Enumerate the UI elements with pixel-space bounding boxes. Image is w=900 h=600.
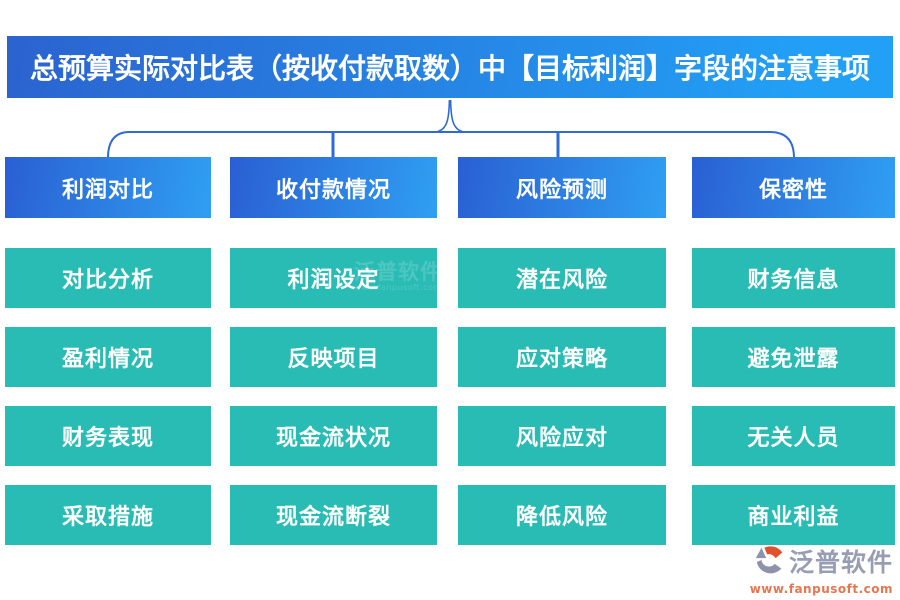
branch-header: 风险预测 xyxy=(458,157,666,218)
page-title: 总预算实际对比表（按收付款取数）中【目标利润】字段的注意事项 xyxy=(7,36,893,98)
node-item: 财务表现 xyxy=(5,406,211,466)
node-item: 商业利益 xyxy=(692,485,895,545)
fanpu-logo-icon xyxy=(753,544,787,581)
branch-header: 保密性 xyxy=(692,157,895,218)
node-item: 风险应对 xyxy=(458,406,666,466)
node-item: 应对策略 xyxy=(458,327,666,387)
node-item: 采取措施 xyxy=(5,485,211,545)
node-item: 财务信息 xyxy=(692,248,895,308)
node-item: 现金流断裂 xyxy=(230,485,437,545)
node-item: 避免泄露 xyxy=(692,327,895,387)
branch-header: 利润对比 xyxy=(5,157,211,218)
vendor-brand-name: 泛普软件 xyxy=(788,548,893,577)
node-item: 对比分析 xyxy=(5,248,211,308)
branch-column-confidentiality: 保密性 财务信息 避免泄露 无关人员 商业利益 xyxy=(692,0,895,600)
node-item: 现金流状况 xyxy=(230,406,437,466)
branch-header: 收付款情况 xyxy=(230,157,437,218)
branch-column-payment-receipt: 收付款情况 利润设定 反映项目 现金流状况 现金流断裂 xyxy=(230,0,437,600)
node-item: 盈利情况 xyxy=(5,327,211,387)
vendor-url: www.fanpusoft.com xyxy=(749,582,893,596)
node-item: 利润设定 xyxy=(230,248,437,308)
branch-column-risk-prediction: 风险预测 潜在风险 应对策略 风险应对 降低风险 xyxy=(458,0,666,600)
node-item: 反映项目 xyxy=(230,327,437,387)
node-item: 无关人员 xyxy=(692,406,895,466)
node-item: 潜在风险 xyxy=(458,248,666,308)
vendor-logo: 泛普软件 www.fanpusoft.com xyxy=(743,544,893,595)
node-item: 降低风险 xyxy=(458,485,666,545)
branch-column-profit-comparison: 利润对比 对比分析 盈利情况 财务表现 采取措施 xyxy=(5,0,211,600)
